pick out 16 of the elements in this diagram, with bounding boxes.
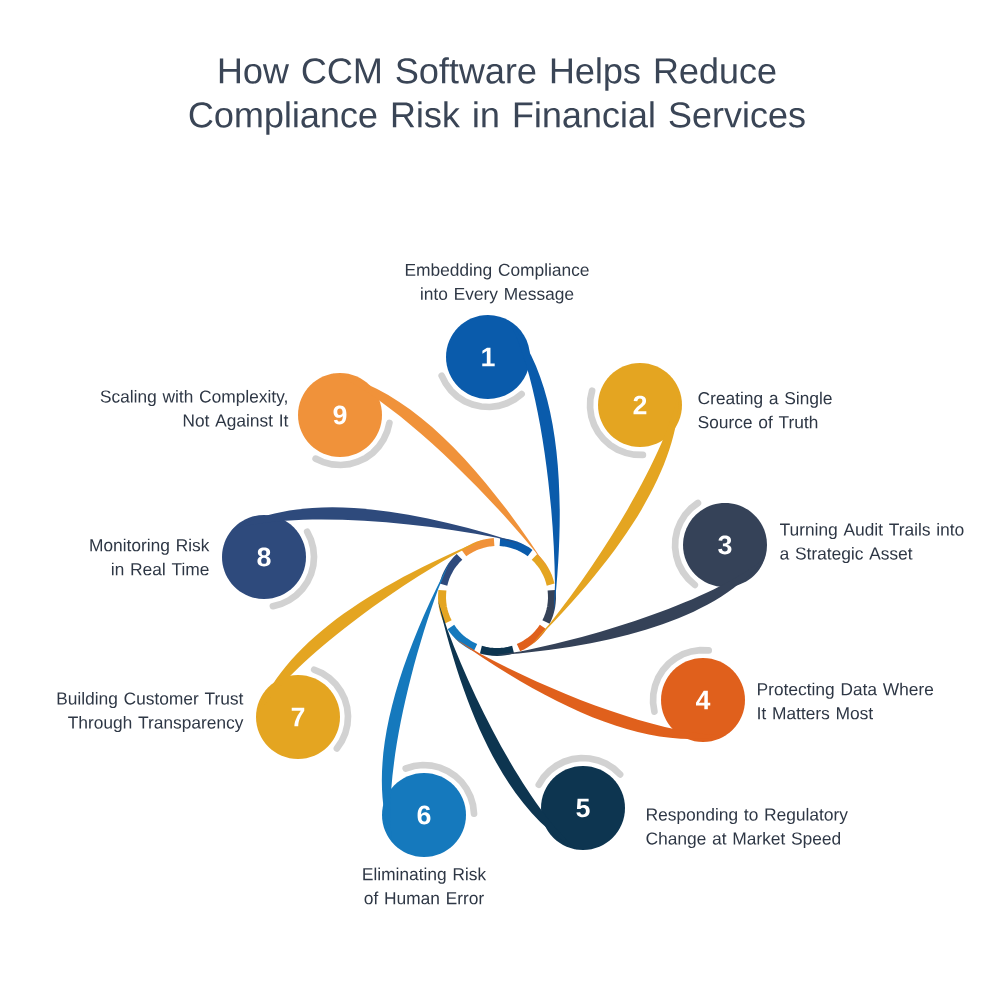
ring bbox=[438, 538, 556, 656]
swoosh-connector bbox=[454, 638, 727, 739]
swoosh-connector bbox=[332, 373, 553, 577]
step-label: Scaling with Complexity, Not Against It bbox=[100, 389, 289, 431]
swoosh-connector bbox=[489, 557, 766, 656]
step-label: Responding to Regulatory Change at Market Speed bbox=[646, 807, 848, 849]
step-label: Turning Audit Trails into a Strategic Asset bbox=[780, 522, 964, 564]
title: How CCM Software Helps Reduce Compliance Risk in Financial Services bbox=[189, 57, 805, 135]
swoosh-connector bbox=[255, 539, 485, 719]
swoosh-connector bbox=[437, 600, 578, 850]
step-label: Eliminating Risk of Human Error bbox=[363, 867, 487, 905]
step-label: Building Customer Trust Through Transparency bbox=[57, 691, 244, 733]
step-label: Protecting Data Where It Matters Most bbox=[758, 682, 934, 720]
step-label: Embedding Compliance into Every Message bbox=[405, 263, 589, 304]
step-label: Creating a Single Source of Truth bbox=[698, 391, 832, 429]
step-label: Monitoring Risk in Real Time bbox=[90, 538, 210, 576]
